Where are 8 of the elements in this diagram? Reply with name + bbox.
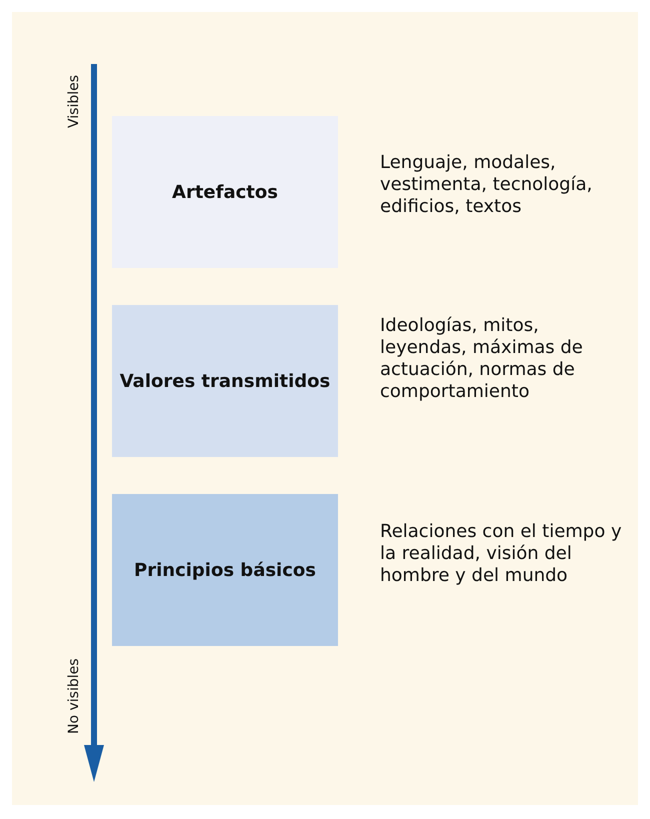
layer-description: Ideologías, mitos, leyendas, máximas de actuación, normas de comportamiento (380, 315, 584, 403)
layer-description: Relaciones con el tiempo y la realidad, visión del hombre y del mundo (380, 521, 623, 587)
layer-title: Principios básicos (134, 560, 316, 580)
layer-title: Valores transmitidos (120, 370, 330, 392)
axis-label: No visibles (66, 658, 82, 734)
layer-description: Lenguaje, modales, vestimenta, tecnología, edificios, textos (380, 152, 594, 218)
axis-label: Visibles (66, 74, 82, 128)
layer-title: Artefactos (172, 182, 278, 202)
